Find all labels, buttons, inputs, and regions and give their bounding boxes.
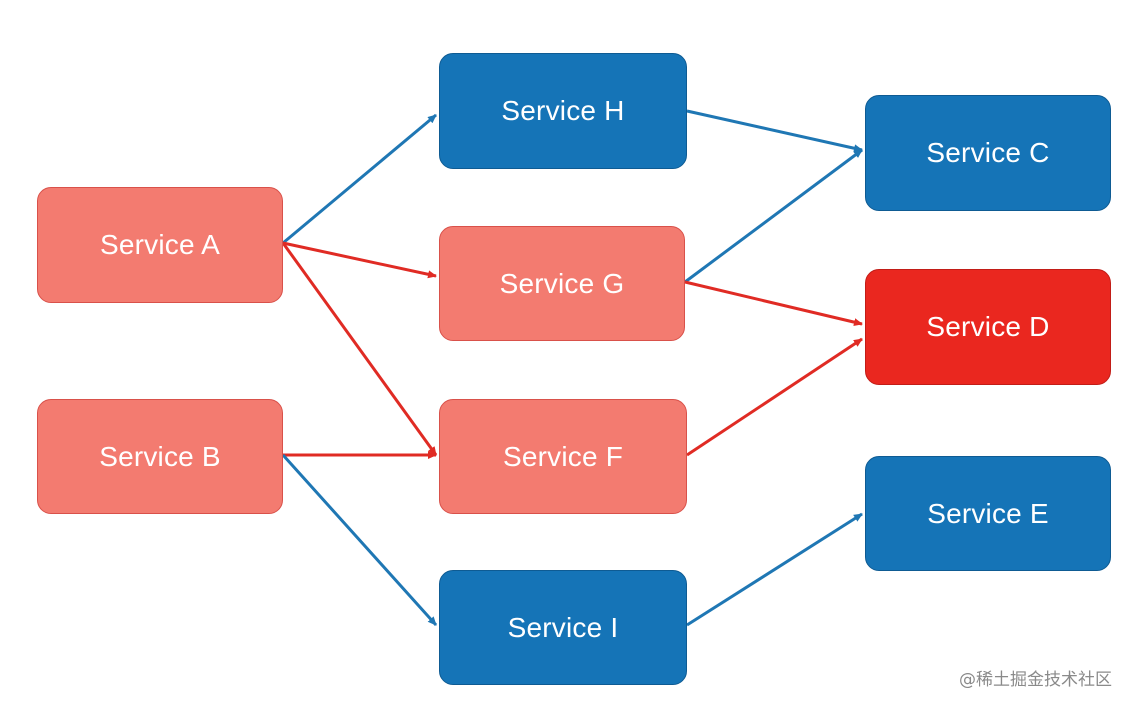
service-b-node: Service B <box>37 399 283 514</box>
service-h-node: Service H <box>439 53 687 169</box>
service-f-node: Service F <box>439 399 687 514</box>
service-e-node: Service E <box>865 456 1111 571</box>
edge-g-c <box>684 148 863 284</box>
service-g-node: Service G <box>439 226 685 341</box>
edge-h-c <box>686 109 863 153</box>
service-d-label: Service D <box>926 311 1050 342</box>
edge-a-g <box>282 241 437 279</box>
service-d-node: Service D <box>865 269 1111 385</box>
service-i-node: Service I <box>439 570 687 685</box>
watermark: @稀土掘金技术社区 <box>959 670 1112 690</box>
edge-i-e <box>686 512 863 627</box>
edge-g-d <box>684 280 863 327</box>
edge-a-f <box>281 242 438 456</box>
service-b-label: Service B <box>99 440 221 472</box>
service-h-label: Service H <box>501 95 625 126</box>
service-f-label: Service F <box>502 440 624 472</box>
service-c-label: Service C <box>926 137 1050 168</box>
edge-f-d <box>686 337 863 457</box>
service-i-label: Service I <box>507 611 619 643</box>
service-a-node: Service A <box>37 187 283 303</box>
service-a-label: Service A <box>99 229 221 260</box>
edge-a-h <box>282 113 437 245</box>
service-g-label: Service G <box>499 267 625 299</box>
edge-b-i <box>281 453 438 627</box>
service-c-node: Service C <box>865 95 1111 211</box>
service-e-label: Service E <box>927 497 1049 529</box>
